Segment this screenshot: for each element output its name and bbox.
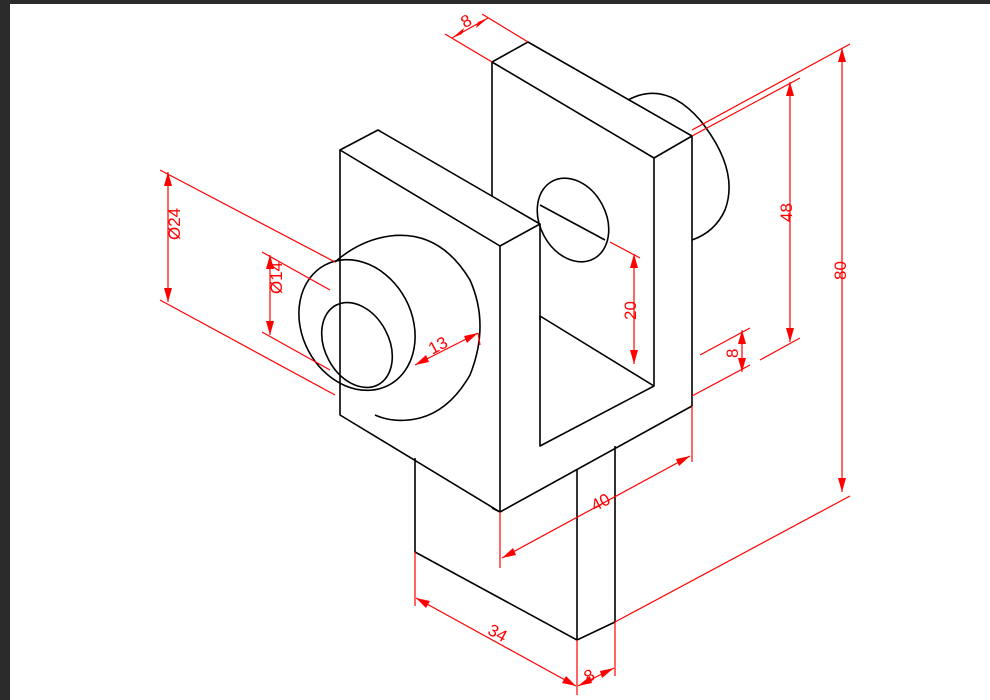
- arrow: [600, 668, 614, 678]
- arrow: [838, 478, 846, 492]
- arrow: [630, 254, 638, 268]
- dim-label-slot-height: 20: [621, 301, 640, 320]
- arrow: [562, 676, 576, 686]
- boss-outer-face: [298, 258, 416, 392]
- dim-label-upright-height: 48: [777, 203, 796, 222]
- dim-top-ext-2: [481, 13, 529, 43]
- dim-80-ext-2: [614, 495, 851, 623]
- arrow: [738, 330, 746, 344]
- dim-d24-ext-2: [159, 299, 336, 396]
- dimension-arrowheads: [164, 18, 846, 686]
- dim-48-ext-2: [759, 337, 801, 361]
- upright-slot-floor: [539, 315, 655, 387]
- dim-48-ext-1: [691, 77, 801, 137]
- dim-34-line: [415, 597, 577, 687]
- isometric-part: [298, 41, 730, 641]
- arrow: [786, 328, 794, 342]
- arrow: [838, 48, 846, 62]
- arrow: [676, 456, 690, 466]
- arrow: [164, 172, 172, 186]
- dimension-lines: [159, 13, 851, 695]
- upright-hole-axis: [539, 204, 606, 241]
- dim-40-line: [501, 455, 691, 559]
- arrow: [452, 28, 464, 38]
- dim-label-inner-diameter: Ø14: [267, 262, 286, 294]
- dim-80-ext-1: [691, 43, 851, 131]
- dim-20-ext: [609, 241, 641, 259]
- rear-boss: [627, 92, 730, 241]
- arrow: [164, 288, 172, 302]
- dim-label-base-thickness: 8: [723, 349, 742, 358]
- dim-d14-ext-2: [261, 331, 331, 371]
- dim-label-outer-diameter: Ø24: [165, 208, 184, 240]
- arrow: [630, 350, 638, 364]
- boss-inner-bore: [320, 301, 394, 389]
- arrow: [476, 18, 488, 28]
- arrow: [786, 82, 794, 96]
- dim-13-ext: [477, 332, 481, 346]
- front-plate-face: [339, 150, 501, 513]
- arrow: [578, 676, 592, 686]
- upright-hole: [536, 177, 610, 263]
- dim-d14-ext-1: [261, 251, 331, 291]
- arrow: [415, 355, 429, 365]
- arrow: [416, 598, 430, 608]
- arrow: [502, 548, 516, 558]
- dim-8r-ext-2: [691, 364, 751, 397]
- dim-d24-ext-1: [159, 169, 336, 263]
- arrow: [738, 358, 746, 372]
- dim-top-ext-1: [444, 33, 493, 63]
- boss-body: [334, 234, 481, 422]
- dim-label-overall-height: 80: [831, 261, 850, 280]
- arrow: [266, 255, 274, 269]
- arrow: [266, 321, 274, 335]
- arrow: [464, 333, 478, 343]
